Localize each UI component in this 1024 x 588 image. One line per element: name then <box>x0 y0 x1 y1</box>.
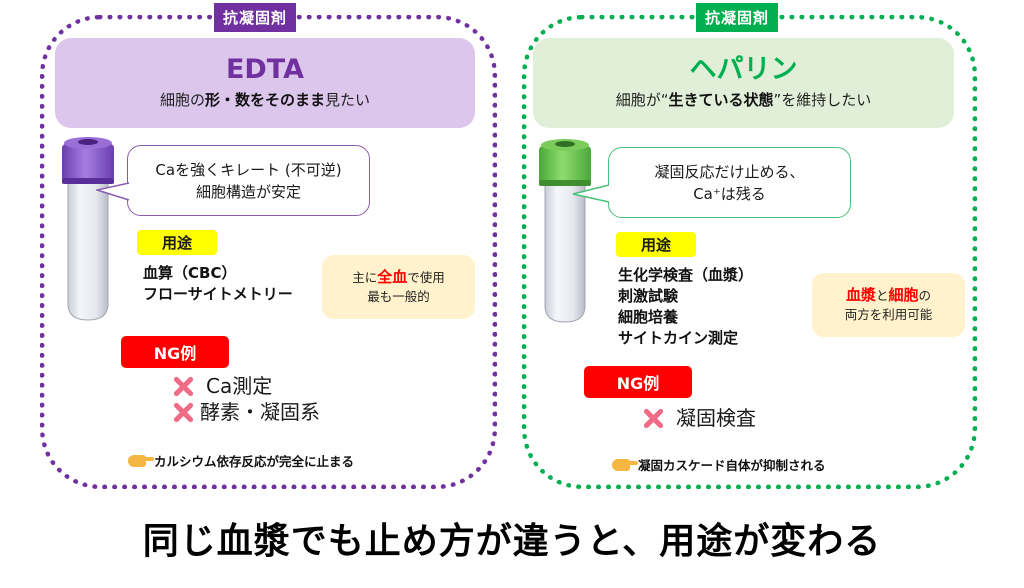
ng-item-text: 酵素・凝固系 <box>200 400 320 424</box>
edta-ng-label: NG例 <box>121 336 229 368</box>
edta-subtitle-bold: 形・数をそのまま <box>204 91 325 109</box>
edta-category-tab: 抗凝固剤 <box>214 3 296 32</box>
heparin-usage-item: 細胞培養 <box>618 308 679 326</box>
heparin-subtitle-bold: 生きている状態 <box>668 91 774 109</box>
edta-note-line2: 最も一般的 <box>367 289 430 304</box>
note-text: と <box>875 288 889 303</box>
heparin-speech-bubble: 凝固反応だけ止める、 Ca⁺は残る <box>608 147 851 218</box>
edta-bubble-tail <box>96 182 130 201</box>
heparin-bubble-line2: Ca⁺は残る <box>693 184 766 203</box>
edta-usage-item: フローサイトメトリー <box>143 285 293 303</box>
bottom-title: 同じ血漿でも止め方が違うと、用途が変わる <box>142 521 882 562</box>
edta-ng-list: Ca測定 酵素・凝固系 <box>172 373 320 425</box>
edta-subtitle-part1: 細胞の <box>159 91 205 109</box>
note-text: 主に <box>352 270 378 285</box>
pointing-hand-icon <box>128 454 154 467</box>
edta-usage-list: 血算（CBC） フローサイトメトリー <box>143 263 293 305</box>
note-highlight: 全血 <box>377 268 408 286</box>
edta-subtitle: 細胞の形・数をそのまま見たい <box>55 89 475 110</box>
purple-cap-tube-icon <box>60 134 116 324</box>
edta-note-box: 主に全血で使用 最も一般的 <box>322 255 475 319</box>
heparin-ng-list: 凝固検査 <box>642 405 756 431</box>
heparin-usage-item: 生化学検査（血漿） <box>618 266 754 284</box>
edta-note-line1: 主に全血で使用 <box>322 268 475 287</box>
x-mark-icon <box>642 407 664 429</box>
ng-item-text: 凝固検査 <box>676 406 756 430</box>
x-mark-icon <box>172 375 194 397</box>
note-text: の <box>918 288 932 303</box>
edta-usage-label: 用途 <box>137 230 217 255</box>
heparin-ng-label: NG例 <box>584 366 692 398</box>
heparin-bubble-line1: 凝固反応だけ止める、 <box>654 162 805 181</box>
green-cap-tube-icon <box>537 136 593 326</box>
edta-ng-item: 酵素・凝固系 <box>172 399 320 425</box>
edta-footnote: カルシウム依存反応が完全に止まる <box>128 451 354 470</box>
heparin-subtitle: 細胞が“生きている状態”を維持したい <box>533 89 954 110</box>
edta-title: EDTA <box>225 54 305 85</box>
heparin-note-line2: 両方を利用可能 <box>844 307 933 322</box>
edta-subtitle-part2: 見たい <box>325 91 371 109</box>
x-mark-icon <box>172 401 194 423</box>
edta-ng-item: Ca測定 <box>172 373 320 399</box>
edta-bubble-line1: Caを強くキレート (不可逆) <box>155 160 342 179</box>
heparin-note-box: 血漿と細胞の 両方を利用可能 <box>812 273 965 337</box>
note-text: で使用 <box>407 270 445 285</box>
note-highlight: 血漿 <box>845 286 876 304</box>
heparin-footnote: 凝固カスケード自体が抑制される <box>612 455 826 474</box>
heparin-category-tab: 抗凝固剤 <box>696 3 778 32</box>
heparin-usage-label: 用途 <box>616 232 696 257</box>
heparin-note-line1: 血漿と細胞の <box>812 286 965 305</box>
heparin-bubble-tail <box>572 184 610 203</box>
ng-item-text: Ca測定 <box>206 374 273 398</box>
heparin-subtitle-part1: 細胞が“ <box>615 91 669 109</box>
heparin-subtitle-part2: ”を維持したい <box>773 91 872 109</box>
edta-bubble-line2: 細胞構造が安定 <box>195 182 301 201</box>
edta-speech-bubble: Caを強くキレート (不可逆) 細胞構造が安定 <box>127 145 370 216</box>
heparin-usage-item: 刺激試験 <box>618 287 679 305</box>
note-highlight: 細胞 <box>888 286 919 304</box>
heparin-title: ヘパリン <box>689 54 798 85</box>
edta-usage-item: 血算（CBC） <box>143 264 237 282</box>
heparin-usage-item: サイトカイン測定 <box>618 329 739 347</box>
heparin-header: ヘパリン 細胞が“生きている状態”を維持したい <box>533 38 954 128</box>
edta-footnote-text: カルシウム依存反応が完全に止まる <box>154 454 355 469</box>
heparin-ng-item: 凝固検査 <box>642 405 756 431</box>
edta-header: EDTA 細胞の形・数をそのまま見たい <box>55 38 475 128</box>
pointing-hand-icon <box>612 458 638 471</box>
heparin-footnote-text: 凝固カスケード自体が抑制される <box>638 458 826 473</box>
heparin-usage-list: 生化学検査（血漿） 刺激試験 細胞培養 サイトカイン測定 <box>618 265 753 349</box>
